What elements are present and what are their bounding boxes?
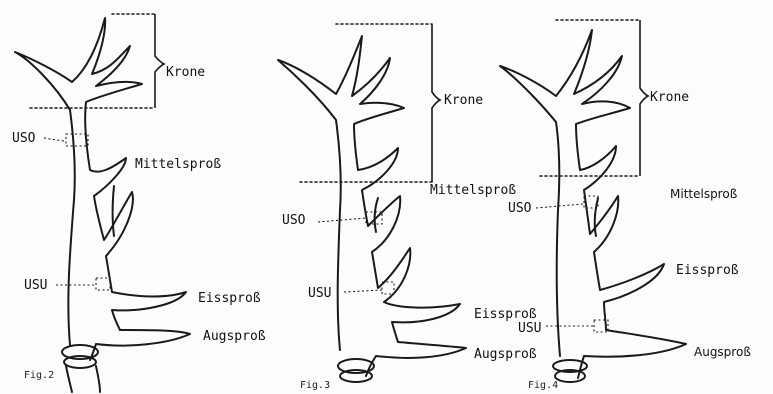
uso-label-2: USO [12, 131, 36, 146]
mittelspross-label-4: Mittelsproß [670, 187, 738, 201]
antler-figure-4: Krone Mittelsproß USO Eissproß USU Augsp… [500, 20, 751, 391]
usu-label-2: USU [24, 278, 47, 293]
eisspross-label-2: Eissproß [198, 291, 261, 306]
antler-figure-2: Krone USO Mittelsproß USU Eissproß Augsp… [12, 14, 266, 392]
augspross-label-3: Augsproß [474, 347, 537, 362]
antler-3-outline [278, 36, 466, 376]
figure-2-caption: Fig.2 [24, 370, 54, 381]
augspross-label-2: Augsproß [203, 329, 266, 344]
antler-2-inner-tine [113, 186, 115, 236]
krone-label-2: Krone [166, 65, 205, 80]
augspross-label-4: Augsproß [694, 345, 751, 359]
eisspross-label-4: Eissproß [676, 263, 739, 278]
figure-3-caption: Fig.3 [300, 380, 330, 391]
krone-3-bracket [432, 24, 440, 182]
usu-label-4: USU [518, 321, 541, 336]
antler-figure-3: Krone Mittelsproß USO USU Eissproß Augsp… [278, 24, 537, 391]
uso-4-leader [536, 204, 584, 208]
uso-2-leader [44, 138, 64, 141]
antler-4-inner-tine [595, 198, 598, 236]
uso-3-leader [318, 218, 366, 222]
uso-label-4: USO [508, 201, 532, 216]
uso-label-3: USO [282, 213, 306, 228]
antler-2-burr-lower [64, 356, 96, 368]
eisspross-label-3: Eissproß [474, 307, 537, 322]
krone-label-3: Krone [444, 93, 483, 108]
usu-3-leader [344, 290, 382, 292]
antler-3-burr-lower [340, 370, 372, 382]
mittelspross-label-2: Mittelsproß [135, 157, 221, 172]
antler-3-inner-tine [375, 198, 378, 232]
uso-2-marker [66, 134, 88, 146]
usu-2-marker [96, 278, 110, 290]
antler-2-pedicle [66, 366, 100, 392]
figure-4-caption: Fig.4 [528, 380, 558, 391]
krone-label-4: Krone [650, 90, 689, 105]
krone-4-bracket [640, 20, 648, 176]
antler-2-outline [15, 18, 190, 360]
mittelspross-label-3: Mittelsproß [430, 183, 516, 198]
usu-label-3: USU [308, 286, 331, 301]
krone-2-bracket [155, 14, 164, 108]
